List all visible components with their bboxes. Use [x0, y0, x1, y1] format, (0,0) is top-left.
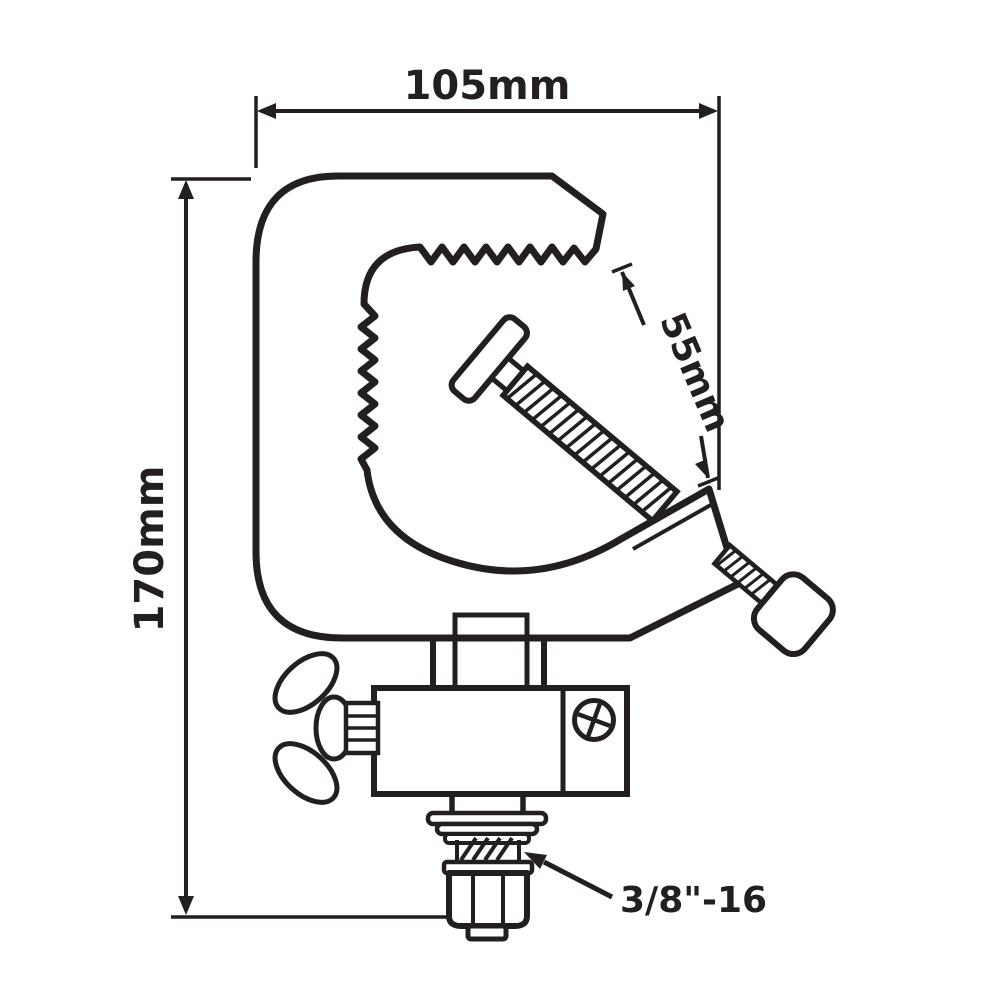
callout-arrowhead-icon	[524, 852, 547, 869]
dim-height-label: 170mm	[127, 466, 173, 633]
lower-fastener-stack	[425, 794, 549, 942]
stud-thread-hatching	[459, 836, 514, 862]
dim-jaw-tick-lower	[697, 476, 719, 488]
dim-jaw-tick-upper	[611, 262, 633, 274]
wing-nut	[272, 651, 381, 805]
callout-leader-line	[542, 859, 614, 900]
stud-tip	[465, 923, 509, 942]
wing-nut-stud-threads	[346, 714, 378, 742]
clamp-body-outline	[252, 172, 742, 642]
arrowhead-upleft-icon	[622, 272, 635, 291]
jaw-inner-face-line	[632, 500, 717, 551]
arrowhead-down-icon	[178, 896, 194, 915]
phillips-screw-icon	[572, 698, 616, 742]
dim-width-label: 105mm	[404, 63, 571, 109]
bolt-grip-knob	[750, 571, 836, 658]
threaded-stud	[455, 836, 521, 862]
bolt-thread-hatching	[505, 372, 673, 514]
dim-width: 105mm	[254, 63, 721, 490]
arrowhead-left-icon	[257, 103, 276, 119]
dim-jaw-label: 55mm	[651, 307, 738, 438]
thread-spec-callout: 3/8"-16	[524, 852, 767, 921]
arrowhead-downright-icon	[695, 459, 708, 478]
bolt-lower-thread-hatching	[715, 549, 772, 596]
dim-height: 170mm	[127, 177, 452, 919]
hex-nut	[446, 870, 530, 929]
coupler-assembly	[272, 612, 630, 805]
tightening-bolt	[448, 314, 836, 658]
thread-spec-label: 3/8"-16	[620, 880, 767, 921]
wing-upper	[272, 651, 340, 715]
wing-lower	[272, 741, 340, 805]
arrowhead-up-icon	[178, 180, 194, 199]
c-clamp-body	[252, 172, 742, 642]
arrowhead-right-icon	[699, 103, 718, 119]
screw-cross	[577, 703, 611, 737]
